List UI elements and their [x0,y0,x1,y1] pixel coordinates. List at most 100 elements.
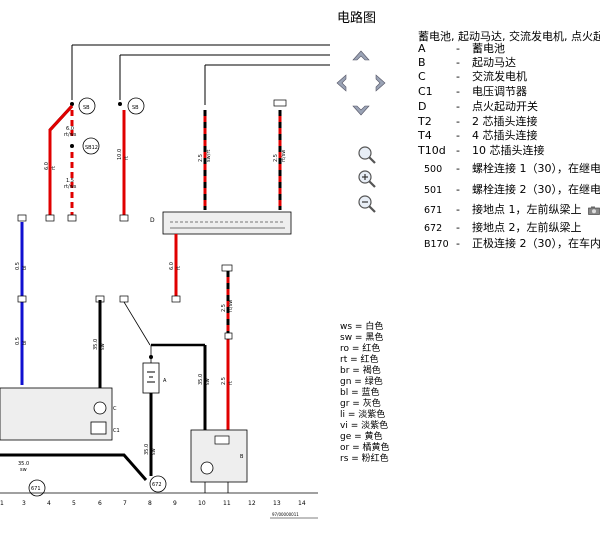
svg-text:5: 5 [72,500,76,507]
legend-row: 500-螺栓连接 1（30），在继电 [424,162,600,175]
svg-text:6.0: 6.0 [66,126,74,132]
svg-text:2.5: 2.5 [221,377,227,385]
legend-row: A-蓄电池 [418,42,505,55]
color-row: ws = 白色 [340,322,384,332]
arrow-down-icon[interactable] [352,98,370,116]
svg-text:B: B [240,454,244,460]
svg-text:12: 12 [248,500,256,507]
legend-row: T10d-10 芯插头连接 [418,144,545,157]
ignition-switch-d: D [150,211,292,235]
camera-icon[interactable] [588,206,600,215]
color-row: rs = 粉红色 [340,454,389,464]
color-row: gn = 绿色 [340,377,383,387]
svg-text:rt/sw: rt/sw [228,300,234,312]
svg-text:10: 10 [198,500,206,507]
svg-text:C1: C1 [113,428,120,434]
svg-text:8: 8 [148,500,152,507]
legend-row: B170-正极连接 2（30），在车内 [424,237,600,250]
legend-row: B-起动马达 [418,56,516,69]
color-row: ge = 黄色 [340,432,383,442]
svg-text:35.0: 35.0 [93,339,99,350]
svg-text:672: 672 [152,482,162,488]
svg-text:rt/ws: rt/ws [64,184,77,190]
svg-text:D: D [150,217,155,224]
color-row: rt = 红色 [340,355,379,365]
arrow-left-icon[interactable] [336,74,354,92]
legend-row: T4-4 芯插头连接 [418,129,538,142]
svg-text:3: 3 [22,500,26,507]
svg-text:sw: sw [151,448,157,455]
circuit-diagram: SB SB SB12 6.0 rt 6.0 rt/ws 1.5 rt/ws 10… [0,44,330,519]
svg-text:rt/ws: rt/ws [64,132,77,138]
svg-text:13: 13 [273,500,281,507]
svg-text:A: A [163,378,167,384]
arrow-right-icon[interactable] [368,74,386,92]
legend-row: 501-螺栓连接 2（30），在继电 [424,183,600,196]
color-row: bl = 蓝色 [340,388,380,398]
svg-text:10.0: 10.0 [117,149,123,160]
svg-text:0.5: 0.5 [15,262,21,270]
svg-text:4: 4 [47,500,51,507]
page-subtitle: 蓄电池, 起动马达, 交流发电机, 点火起 [418,30,600,43]
zoom-fit-icon[interactable] [356,144,378,166]
pan-controls [336,50,386,120]
svg-text:SB12: SB12 [85,145,98,151]
svg-text:14: 14 [298,500,306,507]
svg-text:1: 1 [0,500,4,507]
svg-text:sw/rt: sw/rt [206,150,212,162]
color-row: ro = 红色 [340,344,381,354]
battery-a: A [142,362,167,394]
ground-671: 671 [28,479,46,497]
color-row: li = 淡紫色 [340,410,386,420]
legend-row: 671-接地点 1，左前纵梁上 [418,203,600,217]
svg-text:SB: SB [132,105,139,111]
svg-text:97/00000011: 97/00000011 [272,512,299,517]
svg-text:rt: rt [51,166,57,170]
legend-row: C-交流发电机 [418,70,527,83]
legend-row: 672-接地点 2，左前纵梁上 [424,221,582,234]
ground-672: 672 [149,475,167,493]
svg-text:sw: sw [205,378,211,385]
svg-text:9: 9 [173,500,177,507]
fuse-sb12: SB12 [82,137,100,155]
svg-text:7: 7 [123,500,127,507]
color-row: br = 褐色 [340,366,381,376]
svg-text:rt/sw: rt/sw [281,150,287,162]
alternator-c: C C1 [0,387,120,441]
legend-row: D-点火起动开关 [418,100,538,113]
svg-text:SB: SB [83,105,90,111]
svg-text:2.5: 2.5 [198,154,204,162]
svg-text:35.0: 35.0 [198,374,204,385]
svg-text:6: 6 [98,500,102,507]
color-row: gr = 灰色 [340,399,381,409]
legend-row: C1-电压调节器 [418,85,527,98]
svg-text:2.5: 2.5 [221,304,227,312]
svg-text:6.0: 6.0 [44,162,50,170]
svg-text:rt: rt [228,381,234,385]
svg-text:rt: rt [124,156,130,160]
svg-text:bl: bl [22,265,28,270]
zoom-in-icon[interactable] [356,168,378,190]
svg-text:sw: sw [20,467,27,473]
svg-text:bl: bl [22,340,28,345]
fuse-sb-2: SB [127,97,145,115]
color-row: vi = 淡紫色 [340,421,389,431]
color-row: sw = 黑色 [340,333,384,343]
starter-b: B [190,429,248,483]
column-numbers: 1 3 4 5 6 7 8 9 10 11 12 13 14 [0,500,306,507]
zoom-out-icon[interactable] [356,193,378,215]
svg-text:0.5: 0.5 [15,337,21,345]
legend-row: T2-2 芯插头连接 [418,115,538,128]
svg-text:2.5: 2.5 [273,154,279,162]
svg-text:671: 671 [31,486,41,492]
page-title: 电路图 [337,11,377,26]
svg-text:1.5: 1.5 [66,178,74,184]
svg-text:6.0: 6.0 [169,262,175,270]
svg-text:sw: sw [100,343,106,350]
fuse-sb-1: SB [78,97,96,115]
color-row: or = 橘黄色 [340,443,390,453]
svg-text:rt: rt [176,266,182,270]
svg-text:C: C [113,406,117,412]
arrow-up-icon[interactable] [352,50,370,68]
svg-text:35.0: 35.0 [144,444,150,455]
